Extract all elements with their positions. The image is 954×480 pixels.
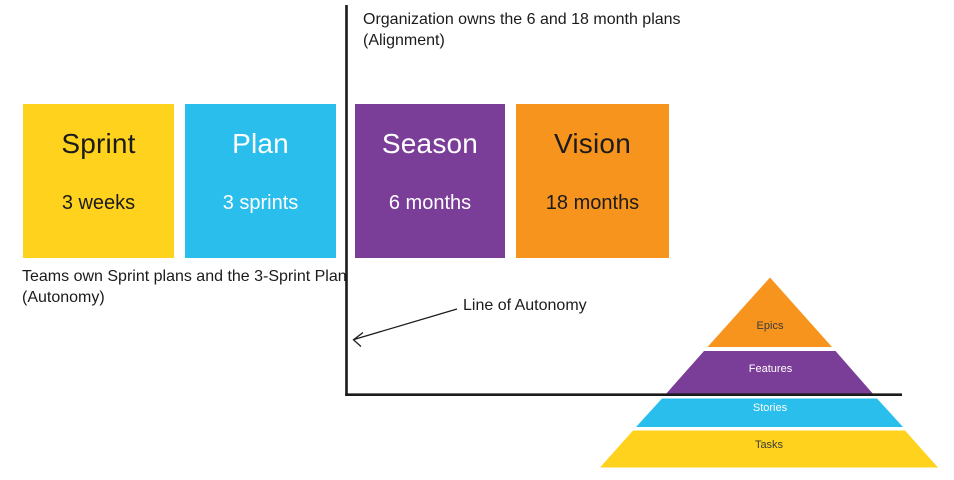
alignment-note: Organization owns the 6 and 18 month pla… <box>363 9 681 51</box>
alignment-note-line2: (Alignment) <box>363 32 445 49</box>
line-of-autonomy-label: Line of Autonomy <box>463 297 587 314</box>
pyramid-layer-features <box>665 351 874 395</box>
line-of-autonomy-leader <box>353 308 458 341</box>
vision-box-title: Vision <box>554 128 631 159</box>
season-box: Season 6 months <box>355 104 505 258</box>
autonomy-note-line1: Teams own Sprint plans and the 3-Sprint … <box>22 268 347 285</box>
pyramid-label-stories: Stories <box>753 402 788 414</box>
plan-box-subtitle: 3 sprints <box>222 192 299 214</box>
plan-box: Plan 3 sprints <box>185 104 336 258</box>
autonomy-note-line2: (Autonomy) <box>22 289 105 306</box>
autonomy-note: Teams own Sprint plans and the 3-Sprint … <box>22 266 347 308</box>
arrowhead-icon <box>352 331 364 347</box>
pyramid-layer-epics <box>707 277 832 347</box>
pyramid-layer-stories <box>636 398 903 427</box>
sprint-box: Sprint 3 weeks <box>23 104 174 258</box>
pyramid-layer-tasks <box>600 430 938 468</box>
season-box-title: Season <box>381 128 479 159</box>
plan-box-title: Plan <box>232 128 289 159</box>
sprint-box-title: Sprint <box>61 128 136 159</box>
pyramid-label-epics: Epics <box>757 320 784 332</box>
alignment-note-line1: Organization owns the 6 and 18 month pla… <box>363 11 681 28</box>
sprint-box-subtitle: 3 weeks <box>61 192 136 214</box>
vision-box-subtitle: 18 months <box>545 192 640 214</box>
vision-box: Vision 18 months <box>516 104 669 258</box>
season-box-subtitle: 6 months <box>388 192 472 214</box>
pyramid-label-tasks: Tasks <box>755 439 784 451</box>
pyramid-label-features: Features <box>749 363 793 375</box>
